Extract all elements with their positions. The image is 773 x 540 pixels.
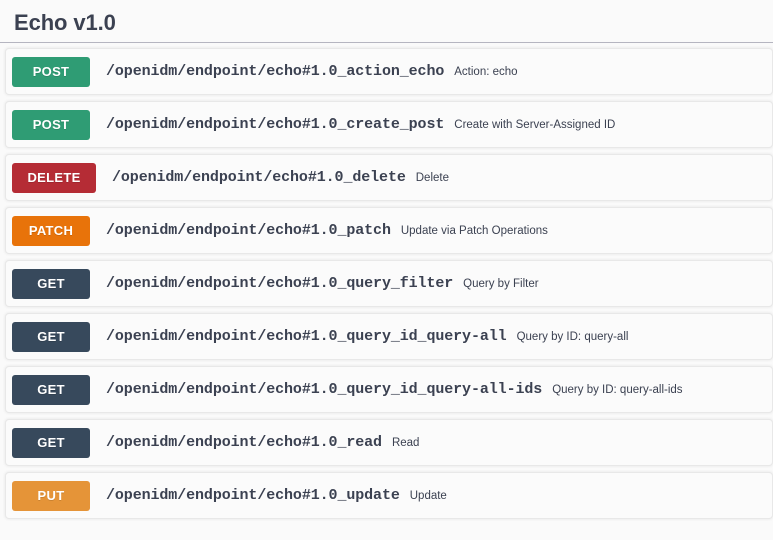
operation-description: Update [409,489,447,502]
operation-description: Update via Patch Operations [400,224,548,237]
operation-path: /openidm/endpoint/echo#1.0_query_id_quer… [106,328,507,345]
operation-row[interactable]: POST /openidm/endpoint/echo#1.0_action_e… [5,48,773,95]
operation-description: Query by ID: query-all-ids [552,383,683,396]
operation-path: /openidm/endpoint/echo#1.0_update [106,487,400,504]
operation-description: Delete [415,171,449,184]
operation-description: Action: echo [454,65,518,78]
operation-description: Create with Server-Assigned ID [454,118,616,131]
operation-path: /openidm/endpoint/echo#1.0_action_echo [106,63,445,80]
operation-path: /openidm/endpoint/echo#1.0_delete [112,169,406,186]
operation-row[interactable]: PUT /openidm/endpoint/echo#1.0_update Up… [5,472,773,519]
operation-path: /openidm/endpoint/echo#1.0_query_id_quer… [106,381,543,398]
operation-row[interactable]: PATCH /openidm/endpoint/echo#1.0_patch U… [5,207,773,254]
method-badge-post[interactable]: POST [12,56,90,87]
method-badge-get[interactable]: GET [12,427,90,458]
method-badge-put[interactable]: PUT [12,480,90,511]
operation-description: Query by ID: query-all [516,330,629,343]
method-badge-get[interactable]: GET [12,321,90,352]
operation-path: /openidm/endpoint/echo#1.0_read [106,434,382,451]
method-badge-get[interactable]: GET [12,374,90,405]
operation-row[interactable]: DELETE /openidm/endpoint/echo#1.0_delete… [5,154,773,201]
title-divider [0,42,773,43]
operation-row[interactable]: POST /openidm/endpoint/echo#1.0_create_p… [5,101,773,148]
operation-path: /openidm/endpoint/echo#1.0_patch [106,222,391,239]
operation-path: /openidm/endpoint/echo#1.0_create_post [106,116,445,133]
operation-row[interactable]: GET /openidm/endpoint/echo#1.0_read Read [5,419,773,466]
operation-path: /openidm/endpoint/echo#1.0_query_filter [106,275,454,292]
page-title: Echo v1.0 [14,10,116,35]
operations-list: POST /openidm/endpoint/echo#1.0_action_e… [0,48,773,519]
method-badge-post[interactable]: POST [12,109,90,140]
method-badge-get[interactable]: GET [12,268,90,299]
operation-description: Read [391,436,420,449]
operation-row[interactable]: GET /openidm/endpoint/echo#1.0_query_id_… [5,313,773,360]
operation-row[interactable]: GET /openidm/endpoint/echo#1.0_query_fil… [5,260,773,307]
operation-row[interactable]: GET /openidm/endpoint/echo#1.0_query_id_… [5,366,773,413]
method-badge-delete[interactable]: DELETE [12,162,96,193]
method-badge-patch[interactable]: PATCH [12,215,90,246]
operation-description: Query by Filter [463,277,539,290]
